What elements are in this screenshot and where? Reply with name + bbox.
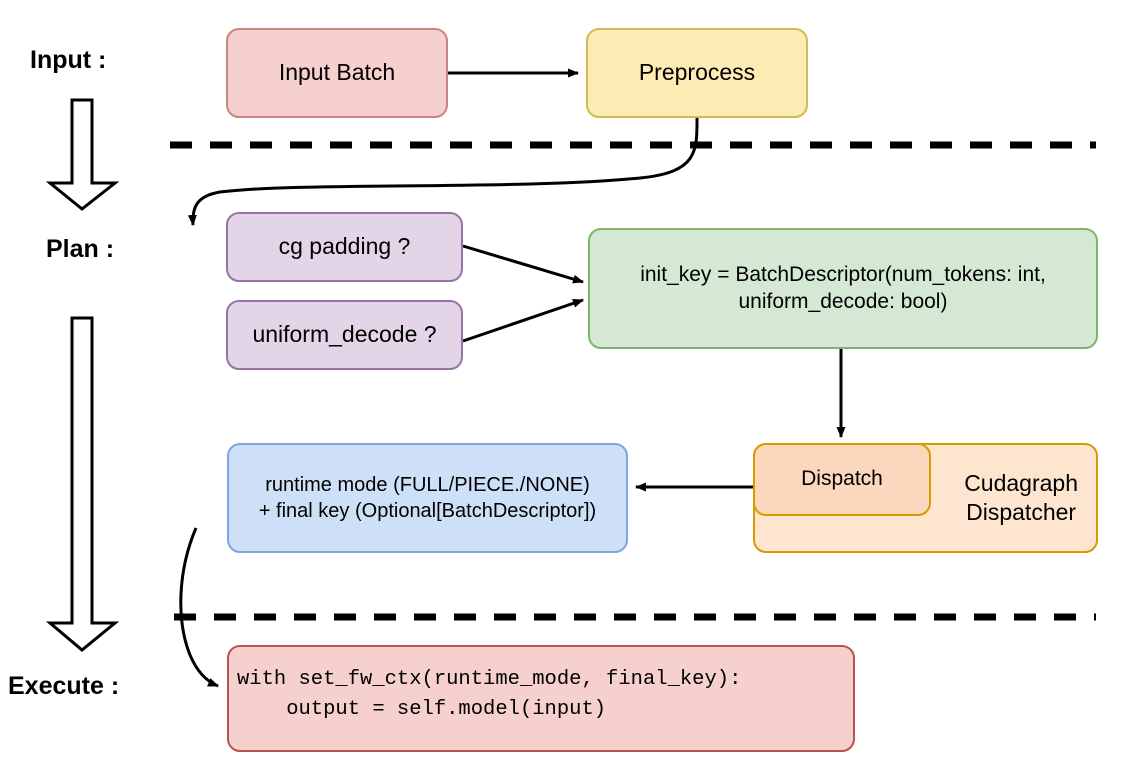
connector-uniform-decode-to-init-key: [462, 298, 584, 343]
stage-label-execute: Execute :: [8, 672, 120, 700]
flow-arrow-plan-to-execute: [45, 316, 120, 652]
connector-runtime-mode-to-execute-code: [179, 527, 219, 688]
node-cg-padding[interactable]: cg padding ?: [226, 212, 463, 282]
node-runtime-mode[interactable]: runtime mode (FULL/PIECE./NONE) + final …: [227, 443, 628, 553]
connector-cg-padding-to-init-key: [462, 244, 584, 284]
connector-preprocess-to-cg-padding: [187, 111, 699, 226]
node-uniform-decode[interactable]: uniform_decode ?: [226, 300, 463, 370]
node-execute-code[interactable]: with set_fw_ctx(runtime_mode, final_key)…: [227, 645, 855, 752]
node-preprocess[interactable]: Preprocess: [586, 28, 808, 118]
stage-label-plan: Plan :: [46, 235, 115, 263]
flow-arrow-input-to-plan: [45, 98, 120, 211]
node-dispatch[interactable]: Dispatch: [753, 443, 931, 516]
stage-label-input: Input :: [30, 46, 107, 74]
node-input-batch[interactable]: Input Batch: [226, 28, 448, 118]
node-init-key[interactable]: init_key = BatchDescriptor(num_tokens: i…: [588, 228, 1098, 349]
